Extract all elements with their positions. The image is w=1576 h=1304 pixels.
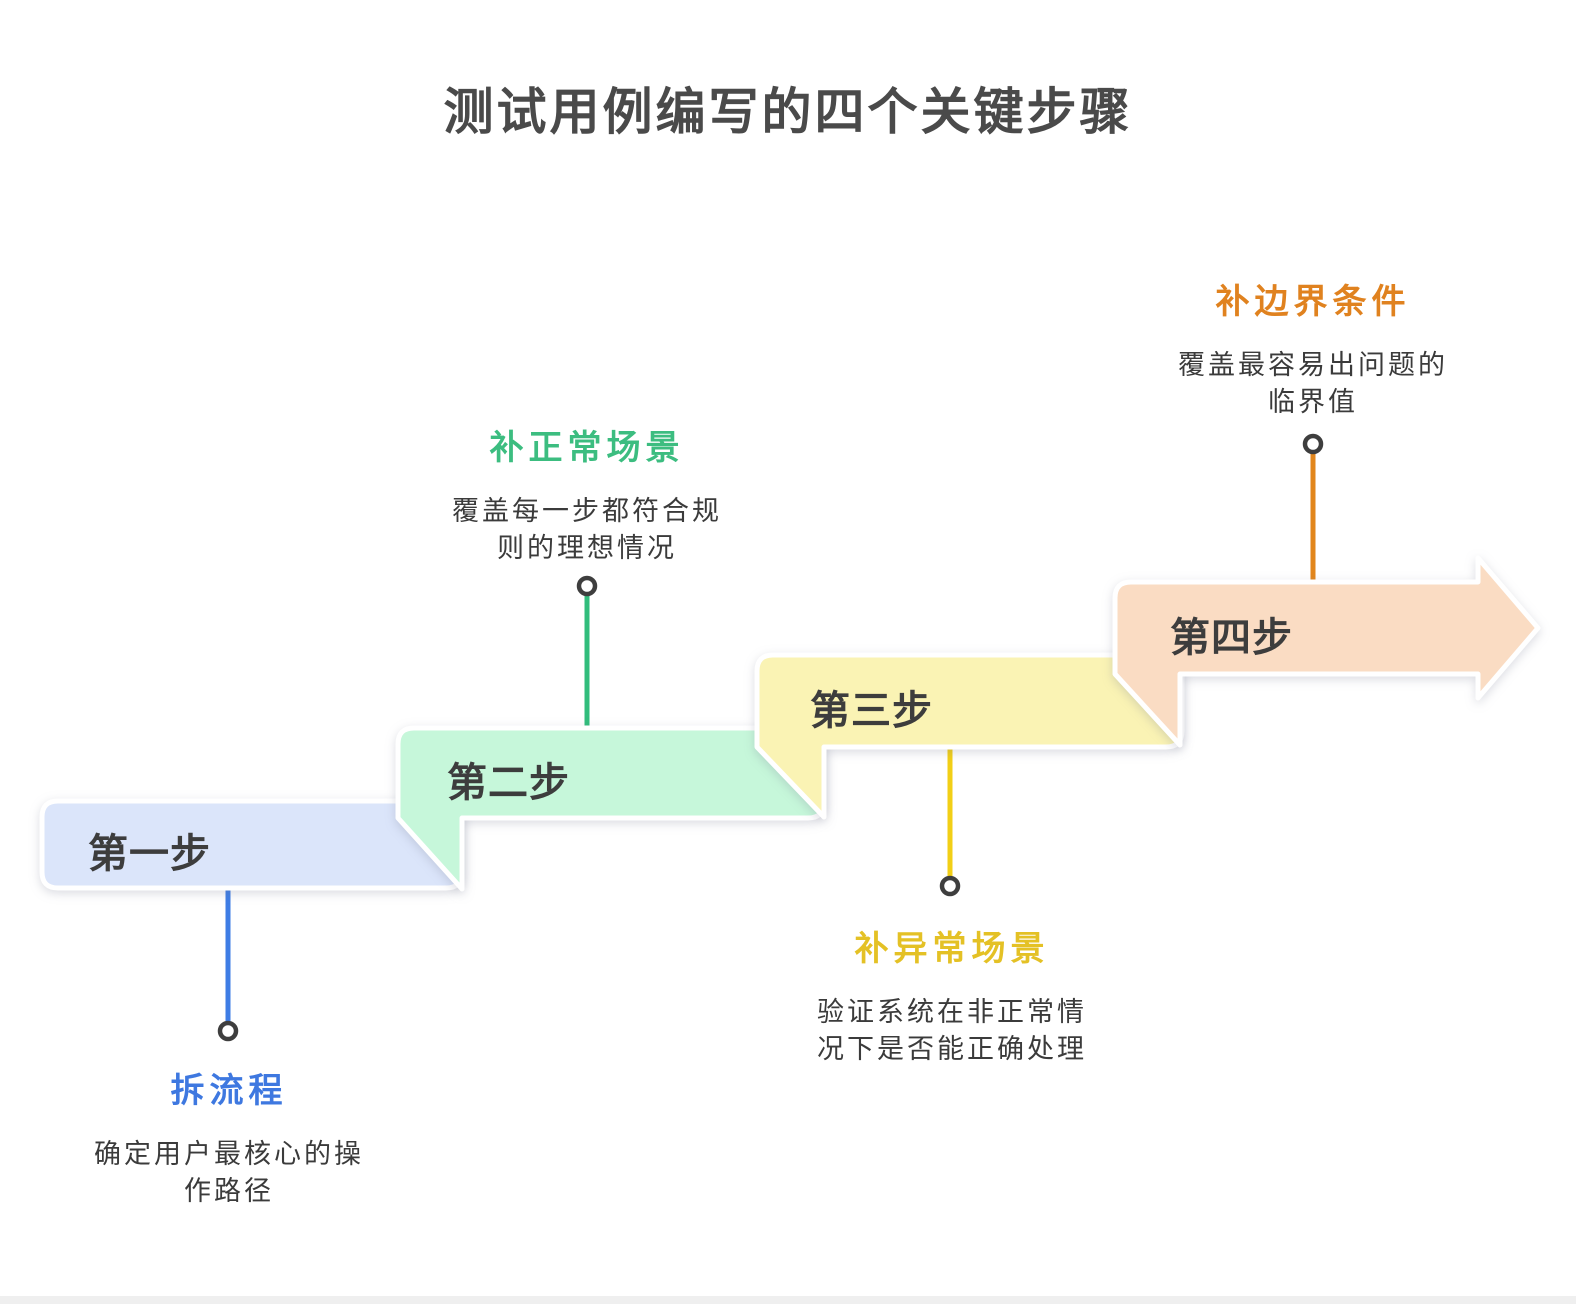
- step-3-annotation-title: 补异常场景: [854, 931, 1050, 968]
- step-1-annotation: 拆流程 确定用户最核心的操作路径: [19, 1063, 439, 1210]
- step-3-desc-line-2: 况下是否能正确处理: [817, 1034, 1087, 1064]
- step-4-desc-line-1: 覆盖最容易出问题的: [1178, 350, 1448, 380]
- step-1-desc-line-1: 确定用户最核心的操: [94, 1139, 364, 1169]
- step-4-box: [1112, 555, 1541, 748]
- step-4-desc-line-2: 临界值: [1268, 387, 1358, 417]
- step-3-label: 第三步: [810, 688, 933, 733]
- step-2-desc-line-2: 则的理想情况: [497, 533, 677, 563]
- step-4-annotation-desc: 覆盖最容易出问题的临界值: [1103, 347, 1523, 421]
- step-1-label: 第一步: [88, 831, 211, 876]
- step-4-connector-dot: [1302, 433, 1324, 455]
- step-2-annotation: 补正常场景 覆盖每一步都符合规则的理想情况: [377, 420, 797, 567]
- step-4-annotation-title: 补边界条件: [1215, 284, 1411, 321]
- step-2-annotation-desc: 覆盖每一步都符合规则的理想情况: [377, 493, 797, 567]
- step-4-label: 第四步: [1170, 615, 1293, 660]
- step-3-annotation: 补异常场景 验证系统在非正常情况下是否能正确处理: [742, 921, 1162, 1068]
- step-1-connector-dot: [217, 1020, 239, 1042]
- step-2-connector-dot: [576, 575, 598, 597]
- step-4-annotation: 补边界条件 覆盖最容易出问题的临界值: [1103, 274, 1523, 421]
- step-2-annotation-title: 补正常场景: [489, 430, 685, 467]
- step-3-connector-dot: [939, 875, 961, 897]
- step-3-desc-line-1: 验证系统在非正常情: [817, 997, 1087, 1027]
- step-3-annotation-desc: 验证系统在非正常情况下是否能正确处理: [742, 994, 1162, 1068]
- step-1-annotation-title: 拆流程: [170, 1073, 288, 1110]
- bottom-edge-strip: [0, 1296, 1576, 1304]
- step-1-annotation-desc: 确定用户最核心的操作路径: [19, 1136, 439, 1210]
- page-title: 测试用例编写的四个关键步骤: [443, 84, 1133, 140]
- step-1-desc-line-2: 作路径: [184, 1176, 274, 1206]
- step-2-desc-line-1: 覆盖每一步都符合规: [452, 496, 722, 526]
- step-2-label: 第二步: [447, 760, 570, 805]
